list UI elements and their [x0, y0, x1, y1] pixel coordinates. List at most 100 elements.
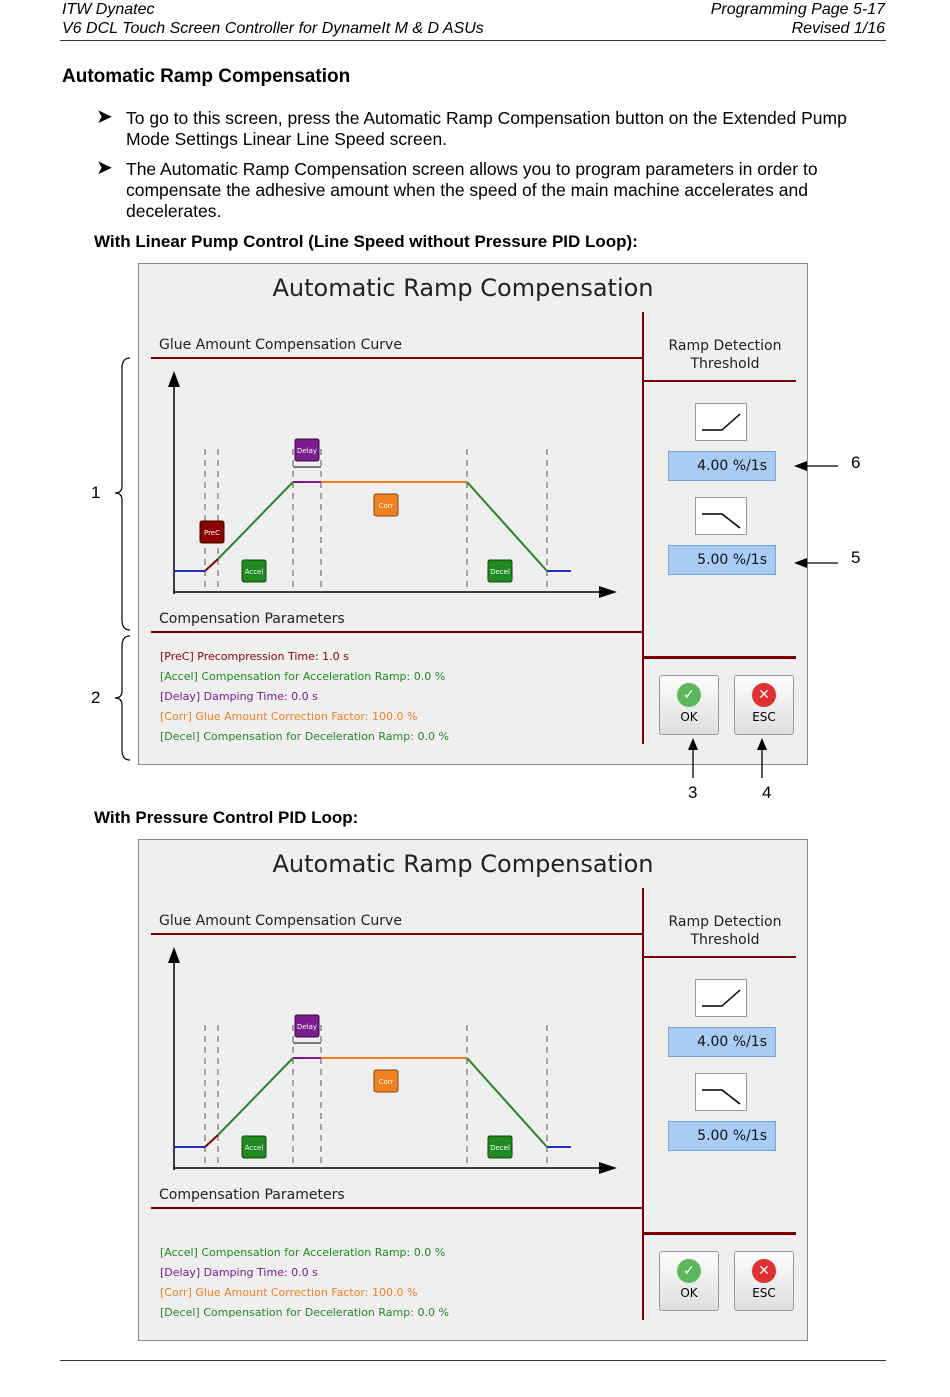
chip-accel[interactable]: Accel [241, 559, 267, 583]
svg-text:Corr: Corr [379, 502, 394, 510]
params-label: Compensation Parameters [159, 1187, 345, 1203]
brace-1 [114, 357, 131, 631]
svg-text:Delay: Delay [297, 447, 317, 455]
ok-button[interactable]: ✓ OK [659, 1251, 719, 1311]
prec-line [204, 558, 219, 572]
header-right: Programming Page 5-17 Revised 1/16 [711, 0, 885, 38]
chip-prec[interactable]: PreC [199, 520, 225, 544]
curve-label: Glue Amount Compensation Curve [159, 337, 402, 353]
screen-2-subtitle: With Pressure Control PID Loop: [94, 808, 359, 827]
company-name: ITW Dynatec [62, 1, 155, 18]
accel-line [217, 1057, 294, 1136]
accel-threshold-input[interactable]: 4.00 %/1s [668, 451, 776, 481]
y-axis-arrow-icon [168, 947, 180, 963]
decel-threshold-input[interactable]: 5.00 %/1s [668, 1121, 776, 1151]
decel-line [466, 481, 548, 572]
param-corr[interactable]: [Corr] Glue Amount Correction Factor: 10… [160, 1286, 418, 1299]
chip-corr[interactable]: Corr [373, 493, 399, 517]
screen-1-subtitle: With Linear Pump Control (Line Speed wit… [94, 232, 638, 251]
param-decel[interactable]: [Decel] Compensation for Deceleration Ra… [160, 1306, 449, 1319]
svg-text:Accel: Accel [245, 568, 264, 576]
param-accel[interactable]: [Accel] Compensation for Acceleration Ra… [160, 1246, 446, 1259]
callout-1: 1 [91, 483, 101, 502]
decel-ramp-icon [695, 1073, 747, 1111]
close-icon: ✕ [752, 683, 776, 707]
footer-rule [60, 1360, 886, 1361]
divider [644, 656, 796, 659]
brace-2 [114, 635, 131, 761]
section-title: Automatic Ramp Compensation [62, 66, 351, 87]
svg-text:Delay: Delay [297, 1023, 317, 1031]
chip-accel[interactable]: Accel [241, 1135, 267, 1159]
callout-5: 5 [851, 548, 861, 567]
svg-text:Accel: Accel [245, 1144, 264, 1152]
param-decel[interactable]: [Decel] Compensation for Deceleration Ra… [160, 730, 449, 743]
callout-5-arrow-icon [794, 558, 807, 568]
param-accel[interactable]: [Accel] Compensation for Acceleration Ra… [160, 670, 446, 683]
doc-title: V6 DCL Touch Screen Controller for Dynam… [62, 20, 484, 37]
chip-corr[interactable]: Corr [373, 1069, 399, 1093]
decel-line [466, 1057, 548, 1148]
check-icon: ✓ [677, 1259, 701, 1283]
threshold-label: Ramp Detection Threshold [644, 913, 806, 949]
svg-text:Corr: Corr [379, 1078, 394, 1086]
header-rule [60, 40, 886, 41]
ok-button[interactable]: ✓ OK [659, 675, 719, 735]
decel-threshold-input[interactable]: 5.00 %/1s [668, 545, 776, 575]
callout-2: 2 [91, 688, 101, 707]
svg-text:Decel: Decel [490, 1144, 510, 1152]
arrow-bullet-icon: ➤ [96, 157, 113, 179]
guide-lines [204, 1025, 548, 1168]
callout-3-arrow-icon [688, 738, 698, 750]
compensation-curve: Accel Delay Corr Decel [168, 947, 617, 1174]
esc-label: ESC [752, 1286, 776, 1300]
revision: Revised 1/16 [791, 20, 885, 37]
bullet-text: The Automatic Ramp Compensation screen a… [126, 159, 818, 221]
bullet-text: To go to this screen, press the Automati… [126, 108, 847, 149]
threshold-label-line-2: Threshold [690, 932, 760, 948]
threshold-label-line-1: Ramp Detection [668, 914, 782, 930]
chip-delay[interactable]: Delay [294, 438, 320, 462]
prec-line [204, 1134, 219, 1148]
accel-threshold-input[interactable]: 4.00 %/1s [668, 1027, 776, 1057]
divider [151, 357, 643, 359]
chip-decel[interactable]: Decel [487, 1135, 513, 1159]
divider [644, 1232, 796, 1235]
divider [644, 956, 796, 958]
param-prec[interactable]: [PreC] Precompression Time: 1.0 s [160, 650, 349, 663]
chip-delay[interactable]: Delay [294, 1014, 320, 1038]
callout-lines [114, 357, 838, 778]
param-corr[interactable]: [Corr] Glue Amount Correction Factor: 10… [160, 710, 418, 723]
esc-button[interactable]: ✕ ESC [734, 675, 794, 735]
esc-label: ESC [752, 710, 776, 724]
vertical-divider [642, 888, 644, 1320]
divider [151, 933, 643, 935]
close-icon: ✕ [752, 1259, 776, 1283]
y-axis-arrow-icon [168, 371, 180, 387]
x-axis-arrow-icon [599, 1162, 617, 1174]
esc-button[interactable]: ✕ ESC [734, 1251, 794, 1311]
callout-6-arrow-icon [794, 461, 807, 471]
accel-line [217, 481, 294, 560]
param-delay[interactable]: [Delay] Damping Time: 0.0 s [160, 690, 318, 703]
screen-2-panel: Automatic Ramp Compensation Glue Amount … [138, 839, 808, 1341]
x-axis-arrow-icon [599, 586, 617, 598]
chip-decel[interactable]: Decel [487, 559, 513, 583]
callout-3: 3 [688, 783, 698, 802]
threshold-label-line-2: Threshold [690, 356, 760, 372]
threshold-label: Ramp Detection Threshold [644, 337, 806, 373]
param-delay[interactable]: [Delay] Damping Time: 0.0 s [160, 1266, 318, 1279]
decel-ramp-icon [695, 497, 747, 535]
accel-ramp-icon [695, 979, 747, 1017]
divider [151, 1207, 643, 1209]
page-number: Programming Page 5-17 [710, 1, 885, 18]
screen-title: Automatic Ramp Compensation [272, 274, 654, 302]
compensation-curve: PreC Accel Delay Corr Decel [168, 371, 617, 598]
svg-text:PreC: PreC [204, 529, 220, 537]
callout-6: 6 [851, 453, 861, 472]
screen-title: Automatic Ramp Compensation [272, 850, 654, 878]
ok-label: OK [680, 710, 698, 724]
curve-label: Glue Amount Compensation Curve [159, 913, 402, 929]
params-label: Compensation Parameters [159, 611, 345, 627]
arrow-bullet-icon: ➤ [96, 106, 113, 128]
